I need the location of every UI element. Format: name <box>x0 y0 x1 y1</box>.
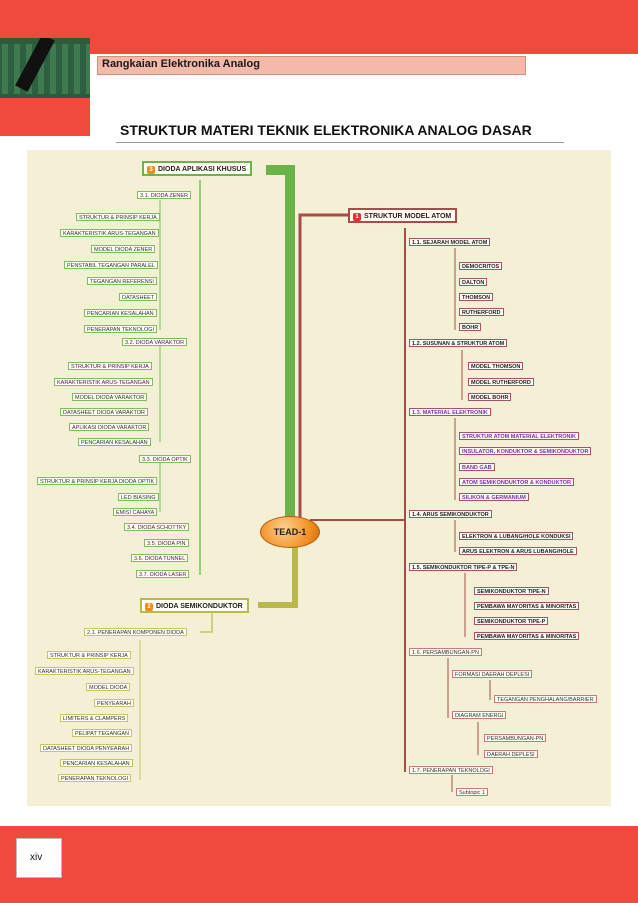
node-2-1-item[interactable]: STRUKTUR & PRINSIP KERJA <box>47 651 131 659</box>
node-3-5[interactable]: 3.5. DIODA PIN <box>144 539 189 547</box>
page-number: xiv <box>30 852 43 863</box>
node-3-1-item[interactable]: PENCARIAN KESALAHAN <box>84 309 157 317</box>
topic-3-label: DIODA APLIKASI KHUSUS <box>158 166 247 173</box>
node-3-7[interactable]: 3.7. DIODA LASER <box>136 570 190 578</box>
node-2-1-item[interactable]: PELIPAT TEGANGAN <box>72 729 132 737</box>
node-1-6-b-item[interactable]: PERSAMBUNGAN-PN <box>484 734 547 742</box>
node-3-2[interactable]: 3.2. DIODA VARAKTOR <box>122 338 188 346</box>
node-3-4[interactable]: 3.4. DIODA SCHOTTKY <box>124 523 190 531</box>
node-3-3[interactable]: 3.3. DIODA OPTIK <box>139 455 191 463</box>
node-3-6[interactable]: 3.6. DIODA TUNNEL <box>131 554 189 562</box>
header-photo <box>0 38 90 98</box>
node-2-1-item[interactable]: MODEL DIODA <box>86 683 131 691</box>
header-title: Rangkaian Elektronika Analog <box>102 58 260 70</box>
node-1-1-item[interactable]: THOMSON <box>459 293 494 301</box>
node-2-1[interactable]: 2.1. PENERAPAN KOMPONEN DIODA <box>84 628 187 636</box>
node-1-1-item[interactable]: RUTHERFORD <box>459 308 504 316</box>
topic-1-label: STRUKTUR MODEL ATOM <box>364 213 452 220</box>
node-1-6-a-item[interactable]: TEGANGAN PENGHALANG/BARRIER <box>494 695 597 703</box>
node-2-1-item[interactable]: PENERAPAN TEKNOLOGI <box>58 774 132 782</box>
node-1-6[interactable]: 1.6. PERSAMBUNGAN-PN <box>409 648 482 656</box>
node-1-7-item[interactable]: Subtopic 1 <box>456 788 488 796</box>
node-3-2-item[interactable]: KARAKTERISTIK ARUS-TEGANGAN <box>54 378 153 386</box>
topic-3-number: 3 <box>147 166 155 174</box>
node-3-1-item[interactable]: DATASHEET <box>119 293 158 301</box>
topic-2-label: DIODA SEMIKONDUKTOR <box>156 603 243 610</box>
node-3-1-item[interactable]: MODEL DIODA ZENER <box>91 245 156 253</box>
node-1-6-b-item[interactable]: DAERAH DEPLESI <box>484 750 538 758</box>
header-bar: Rangkaian Elektronika Analog <box>97 56 526 75</box>
side-band <box>0 98 90 136</box>
node-1-1-item[interactable]: DEMOCRITOS <box>459 262 503 270</box>
node-3-1-item[interactable]: PENERAPAN TEKNOLOGI <box>84 325 158 333</box>
node-2-1-item[interactable]: PENYEARAH <box>94 699 134 707</box>
node-3-1-item[interactable]: TEGANGAN REFERENSI <box>87 277 157 285</box>
center-node[interactable]: TEAD-1 <box>260 516 320 548</box>
page-number-box: xiv <box>16 838 62 878</box>
node-3-1-item[interactable]: STRUKTUR & PRINSIP KERJA <box>76 213 160 221</box>
node-3-2-item[interactable]: MODEL DIODA VARAKTOR <box>72 393 148 401</box>
topic-1-node[interactable]: 1 STRUKTUR MODEL ATOM <box>348 208 458 223</box>
node-1-3-item[interactable]: STRUKTUR ATOM MATERIAL ELEKTRONIK <box>459 432 579 440</box>
node-2-1-item[interactable]: PENCARIAN KESALAHAN <box>60 759 133 767</box>
page-title: STRUKTUR MATERI TEKNIK ELEKTRONIKA ANALO… <box>120 122 532 138</box>
node-2-1-item[interactable]: KARAKTERISTIK ARUS-TEGANGAN <box>35 667 134 675</box>
node-3-3-item[interactable]: LED BIASING <box>118 493 159 501</box>
node-3-2-item[interactable]: PENCARIAN KESALAHAN <box>78 438 151 446</box>
node-1-1-item[interactable]: DALTON <box>459 278 488 286</box>
node-1-3[interactable]: 1.3. MATERIAL ELEKTRONIK <box>409 408 491 416</box>
node-3-3-item[interactable]: EMISI CAHAYA <box>113 508 158 516</box>
node-1-4-item[interactable]: ARUS ELEKTRON & ARUS LUBANG/HOLE <box>459 547 577 555</box>
node-1-7[interactable]: 1.7. PENERAPAN TEKNOLOGI <box>409 766 493 774</box>
node-1-2-item[interactable]: MODEL RUTHERFORD <box>468 378 534 386</box>
node-1-2-item[interactable]: MODEL THOMSON <box>468 362 524 370</box>
node-1-2-item[interactable]: MODEL BOHR <box>468 393 512 401</box>
bottom-band <box>0 826 638 903</box>
node-1-5[interactable]: 1.5. SEMIKONDUKTOR TIPE-P & TPE-N <box>409 563 518 571</box>
title-underline <box>116 142 564 143</box>
node-1-5-item[interactable]: SEMIKONDUKTOR TIPE-N <box>474 587 549 595</box>
node-3-3-item[interactable]: STRUKTUR & PRINSIP KERJA DIODA OPTIK <box>37 477 158 485</box>
node-3-1-item[interactable]: PENSTABIL TEGANGAN PARALEL <box>64 261 158 269</box>
node-1-3-item[interactable]: ATOM SEMIKONDUKTOR & KONDUKTOR <box>459 478 574 486</box>
node-1-5-item[interactable]: PEMBAWA MAYORITAS & MINORITAS <box>474 602 580 610</box>
topic-2-node[interactable]: 2 DIODA SEMIKONDUKTOR <box>140 598 249 613</box>
node-3-1[interactable]: 3.1. DIODA ZENER <box>137 191 191 199</box>
node-1-4[interactable]: 1.4. ARUS SEMIKONDUKTOR <box>409 510 492 518</box>
node-1-3-item[interactable]: BAND GAB <box>459 463 495 471</box>
topic-3-node[interactable]: 3 DIODA APLIKASI KHUSUS <box>142 161 253 176</box>
node-1-4-item[interactable]: ELEKTRON & LUBANG/HOLE KONDUKSI <box>459 532 574 540</box>
node-1-2[interactable]: 1.2. SUSUNAN & STRUKTUR ATOM <box>409 339 508 347</box>
node-3-2-item[interactable]: DATASHEET DIODA VARAKTOR <box>60 408 149 416</box>
node-1-3-item[interactable]: INSULATOR, KONDUKTOR & SEMIKONDUKTOR <box>459 447 592 455</box>
topic-2-number: 2 <box>145 603 153 611</box>
node-1-3-item[interactable]: SILIKON & GERMANIUM <box>459 493 529 501</box>
node-1-5-item[interactable]: SEMIKONDUKTOR TIPE-P <box>474 617 549 625</box>
node-2-1-item[interactable]: LIMITERS & CLAMPERS <box>60 714 129 722</box>
node-1-6-a[interactable]: FORMASI DAERAH DEPLESI <box>452 670 533 678</box>
node-3-1-item[interactable]: KARAKTERISTIK ARUS-TEGANGAN <box>60 229 159 237</box>
node-1-1[interactable]: 1.1. SEJARAH MODEL ATOM <box>409 238 491 246</box>
topic-1-number: 1 <box>353 213 361 221</box>
node-1-6-b[interactable]: DIAGRAM ENERGI <box>452 711 507 719</box>
node-3-2-item[interactable]: STRUKTUR & PRINSIP KERJA <box>68 362 152 370</box>
node-2-1-item[interactable]: DATASHEET DIODA PENYEARAH <box>40 744 133 752</box>
node-3-2-item[interactable]: APLIKASI DIODA VARAKTOR <box>69 423 150 431</box>
node-1-5-item[interactable]: PEMBAWA MAYORITAS & MINORITAS <box>474 632 580 640</box>
node-1-1-item[interactable]: BOHR <box>459 323 482 331</box>
